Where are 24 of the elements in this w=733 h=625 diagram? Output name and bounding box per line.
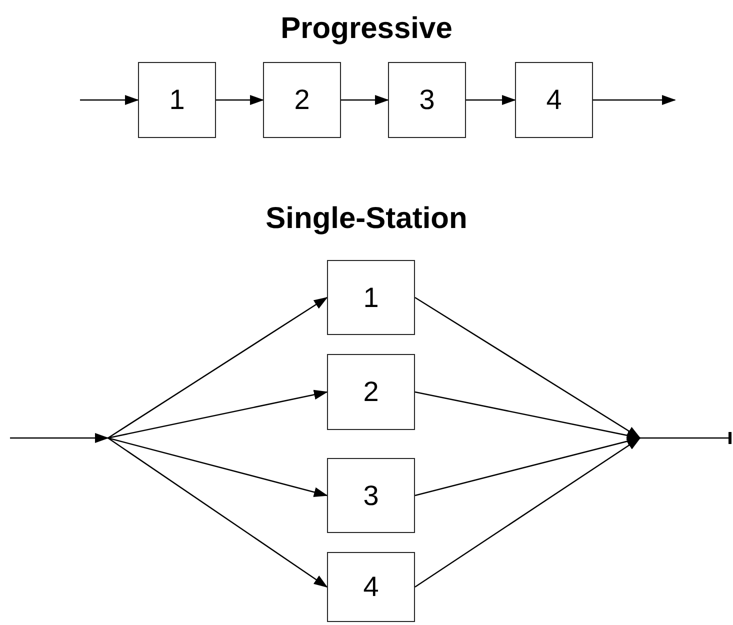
arrow xyxy=(108,437,328,498)
station-box: 3 xyxy=(388,62,466,138)
station-box: 4 xyxy=(515,62,593,138)
arrow xyxy=(10,433,109,443)
section-heading: Single-Station xyxy=(266,202,468,236)
arrow xyxy=(216,95,264,105)
station-box: 1 xyxy=(327,260,415,335)
station-box: 2 xyxy=(327,354,415,430)
arrow xyxy=(593,95,676,105)
arrow xyxy=(414,296,641,439)
station-box: 3 xyxy=(327,458,415,533)
arrow xyxy=(341,95,389,105)
arrow xyxy=(466,95,516,105)
station-box: 4 xyxy=(327,552,415,622)
arrow xyxy=(108,390,328,439)
station-box: 2 xyxy=(263,62,341,138)
arrow xyxy=(414,436,641,496)
arrow xyxy=(80,95,139,105)
station-box: 1 xyxy=(138,62,216,138)
arrow xyxy=(414,437,641,588)
arrow xyxy=(108,296,328,439)
section-heading: Progressive xyxy=(280,12,452,46)
arrow xyxy=(108,437,328,588)
arrow xyxy=(414,391,641,440)
